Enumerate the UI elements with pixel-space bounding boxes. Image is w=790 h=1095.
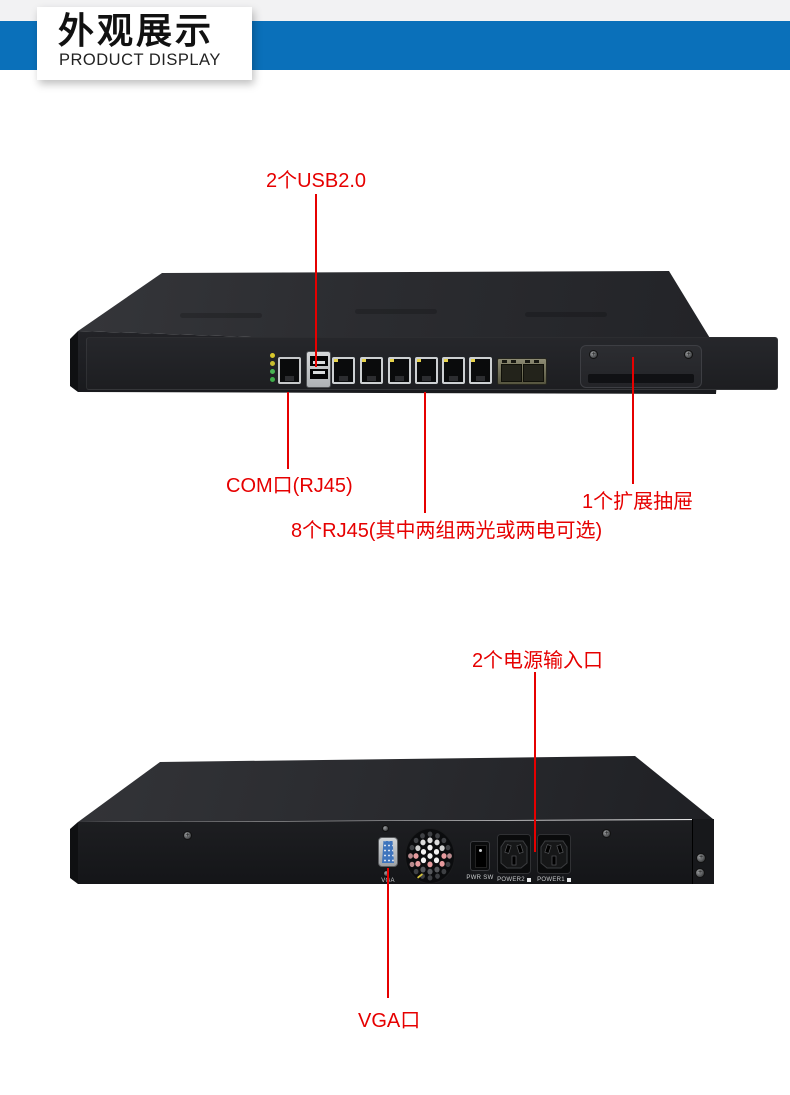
power-switch-label: PWR SW [466,875,494,881]
rj45-clip-slot [285,376,294,381]
device-front-view: + + [70,265,778,405]
top-vent-indent [525,312,607,317]
screw-icon: + [602,829,611,838]
vga-pin-block [382,841,394,863]
usb-port-bottom [309,369,328,379]
annotation-rj45-line [424,392,426,513]
lan-rj45-port [388,357,411,384]
front-chassis-left-edge [70,331,78,392]
power-inlet-1 [537,834,571,874]
power-switch [470,841,490,871]
annotation-usb: 2个USB2.0 [265,170,367,192]
thumbscrew-icon: + [696,853,706,863]
rocker [475,845,487,868]
power-inlet-2 [497,834,531,874]
lan-rj45-port [360,357,383,384]
vga-screw-icon [382,825,389,832]
rear-chassis-left-edge [70,822,78,884]
annotation-com: COM口(RJ45) [226,475,353,497]
power1-text: POWER1 [537,877,565,883]
annotation-drawer: 1个扩展抽屉 [582,491,694,513]
thumbscrew-icon: + [695,868,705,878]
lan-rj45-port [415,357,438,384]
lan-rj45-port [442,357,465,384]
screw-icon: + [589,350,598,359]
fan-grille [405,828,455,884]
page-title-en: PRODUCT DISPLAY [59,51,221,69]
status-led [270,353,275,358]
power-inlet-1-label: POWER1 [537,877,571,883]
device-rear-view: + + + + VGA [70,745,730,885]
lan-rj45-port [469,357,492,384]
annotation-com-line [287,392,289,469]
screw-icon: + [684,350,693,359]
rocker-dot [479,849,482,852]
power1-indicator [566,878,571,882]
page-title-cn: 外观展示 [58,10,215,51]
annotation-rj45: 8个RJ45(其中两组两光或两电可选) [291,520,603,542]
usb-port-top [309,355,328,366]
usb-2-0-dual-port [306,351,331,388]
annotation-power: 2个电源输入口 [471,650,604,672]
annotation-drawer-line [632,357,634,484]
status-led [270,369,275,374]
status-led [270,361,275,366]
sfp-slot [523,364,544,382]
vga-connector [378,837,398,867]
top-vent-indent [180,313,262,318]
com-rj45-port [278,357,301,384]
annotation-vga-line [387,868,389,998]
screw-icon: + [183,831,192,840]
sfp-slot [501,364,522,382]
sfp-cage-pair [497,358,547,385]
annotation-usb-line [315,194,317,367]
power-inlet-2-label: POWER2 [497,877,531,883]
rear-chassis-top-face [78,756,713,822]
power2-text: POWER2 [497,877,525,883]
rear-right-flange [692,819,714,884]
lan-rj45-port [332,357,355,384]
power2-indicator [526,878,531,882]
annotation-power-line [534,672,536,852]
expansion-drawer-panel: + + [580,345,702,388]
status-led [270,377,275,382]
header-title-card: 外观展示 PRODUCT DISPLAY [37,7,252,80]
drawer-slot [588,374,694,383]
top-vent-indent [355,309,437,314]
annotation-vga: VGA口 [358,1010,421,1032]
vga-screw-icon [383,870,390,877]
